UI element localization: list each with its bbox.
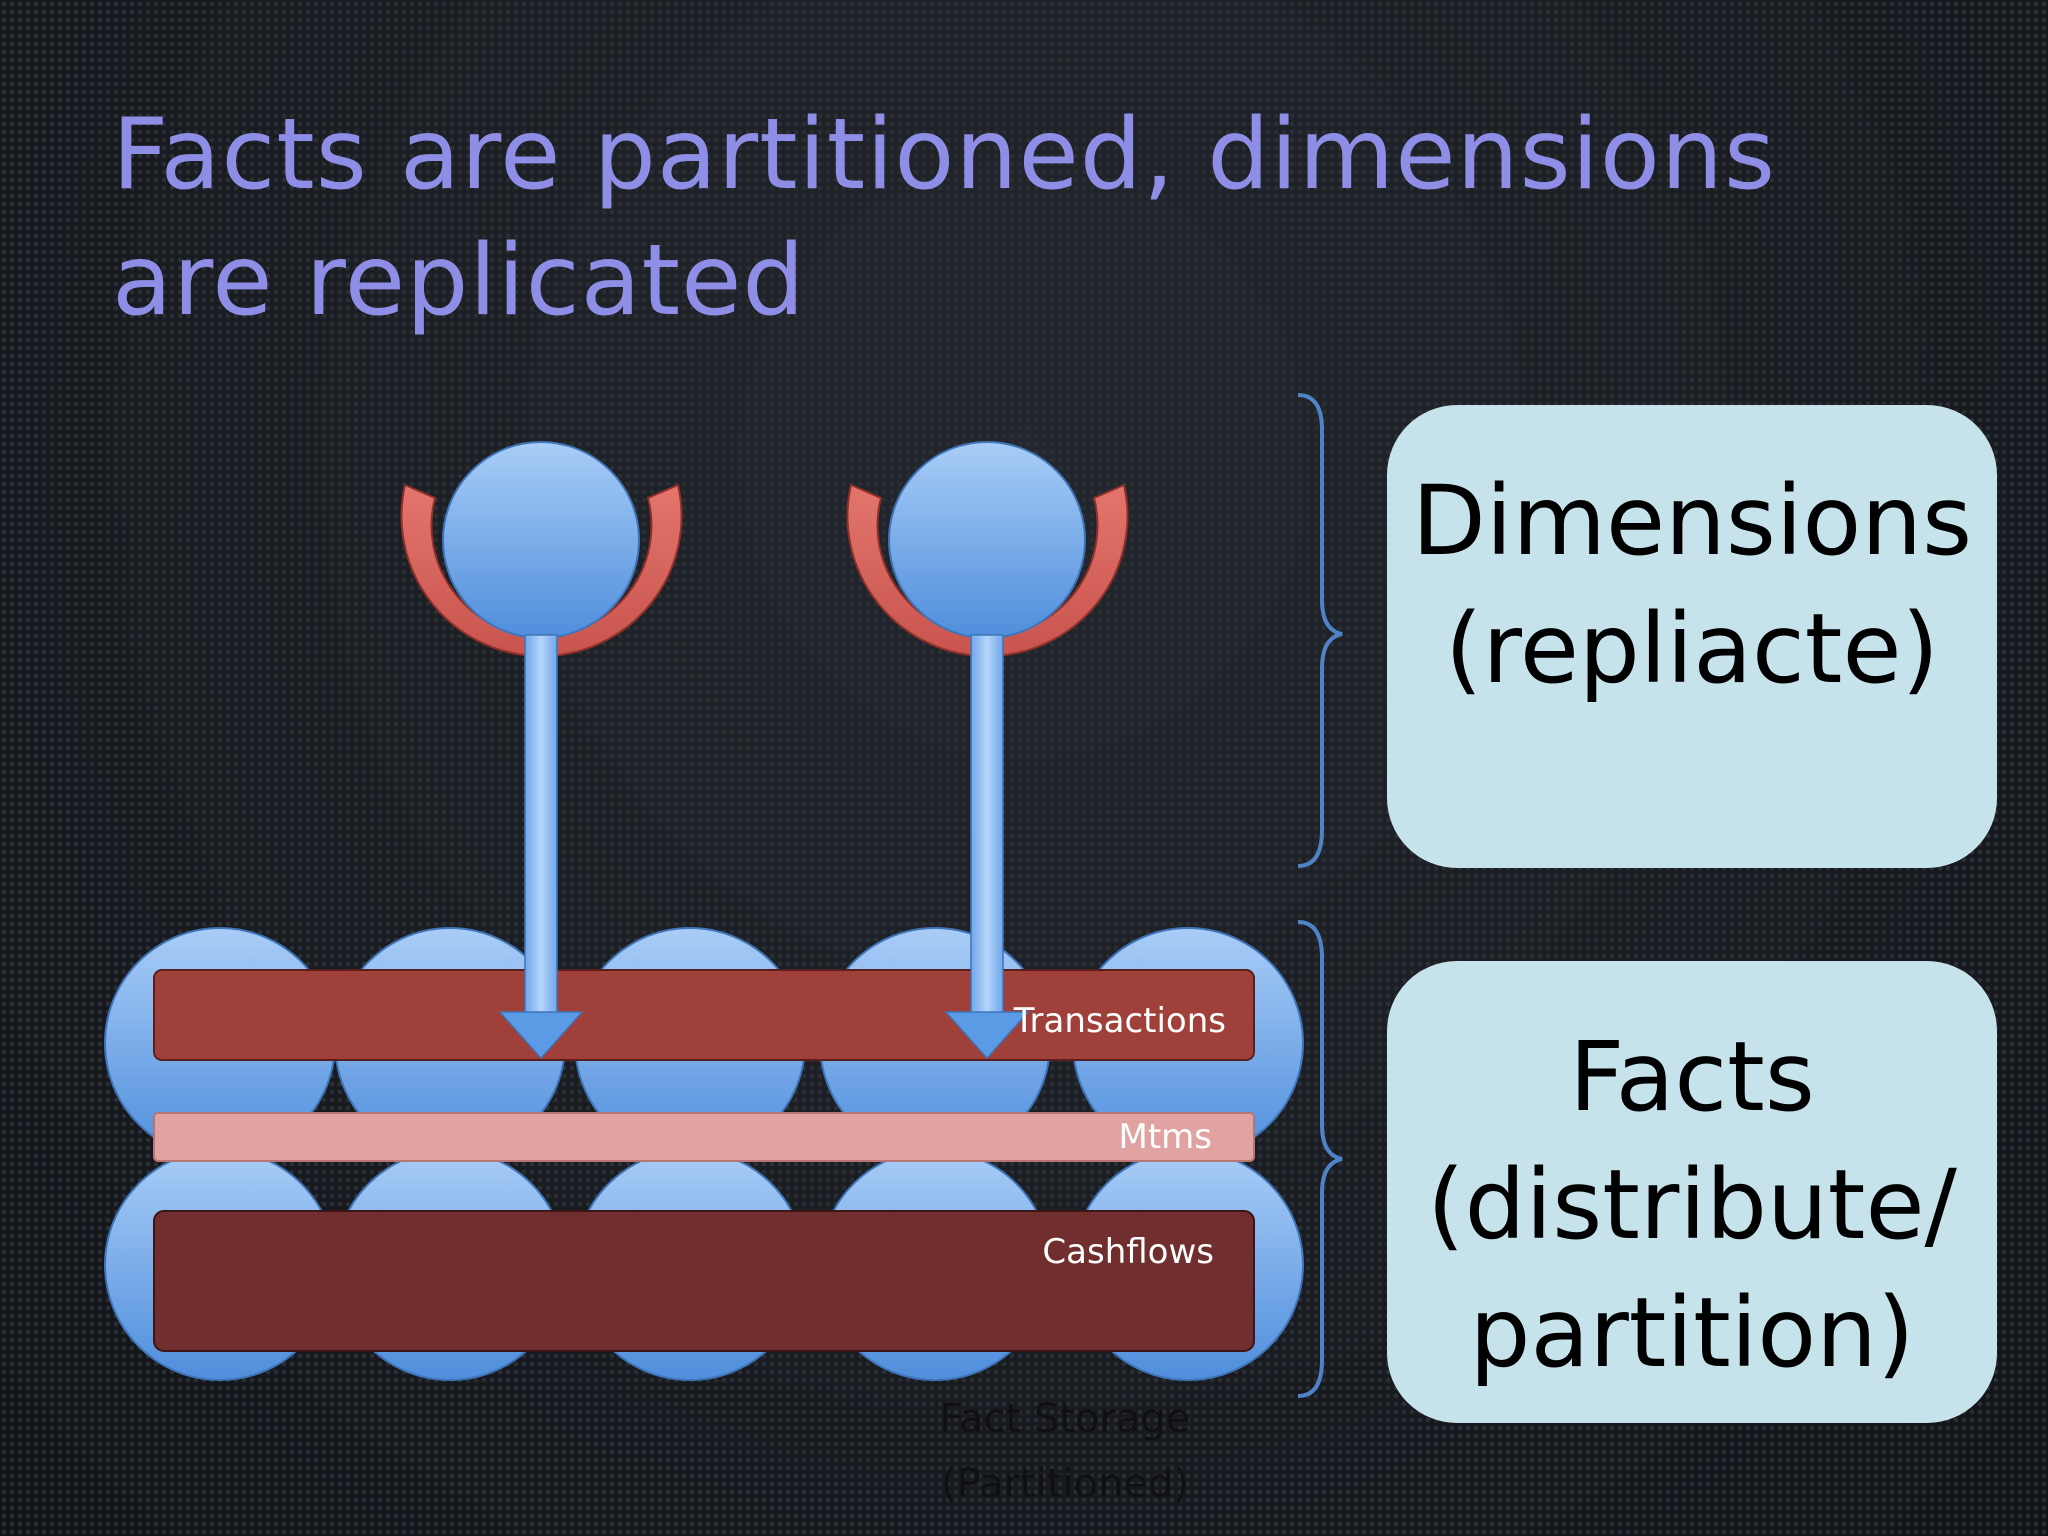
dimension-node xyxy=(888,441,1086,639)
cashflows-label: Cashflows xyxy=(1042,1232,1214,1272)
dimension-cup-2 xyxy=(846,441,1129,658)
slide-title: Facts are partitioned, dimensions are re… xyxy=(112,92,1912,344)
dimension-node xyxy=(442,441,640,639)
dimensions-brace xyxy=(1297,393,1343,868)
cashflows-band xyxy=(153,1210,1255,1352)
storage-caption-line1: Fact Storage xyxy=(940,1396,1191,1442)
transactions-label: Transactions xyxy=(1013,1001,1226,1041)
dimension-cup-1 xyxy=(400,441,683,658)
replication-arrow-1 xyxy=(498,634,584,1060)
replication-arrow-2 xyxy=(944,634,1030,1060)
dimensions-label-line2: (repliacte) xyxy=(1445,593,1939,705)
facts-label-line2: (distribute/ xyxy=(1427,1149,1957,1261)
dimensions-label-box: Dimensions (repliacte) xyxy=(1387,405,1997,868)
storage-caption-line2: (Partitioned) xyxy=(941,1461,1189,1507)
dimensions-label-line1: Dimensions xyxy=(1411,465,1973,577)
mtms-band xyxy=(153,1112,1255,1162)
slide-title-line2: are replicated xyxy=(112,224,806,338)
facts-label-line3: partition) xyxy=(1469,1277,1915,1389)
facts-brace xyxy=(1297,920,1343,1398)
facts-label-line1: Facts xyxy=(1569,1021,1815,1133)
facts-label-box: Facts (distribute/ partition) xyxy=(1387,961,1997,1423)
mtms-label: Mtms xyxy=(1119,1117,1213,1157)
slide-title-line1: Facts are partitioned, dimensions xyxy=(112,98,1777,212)
